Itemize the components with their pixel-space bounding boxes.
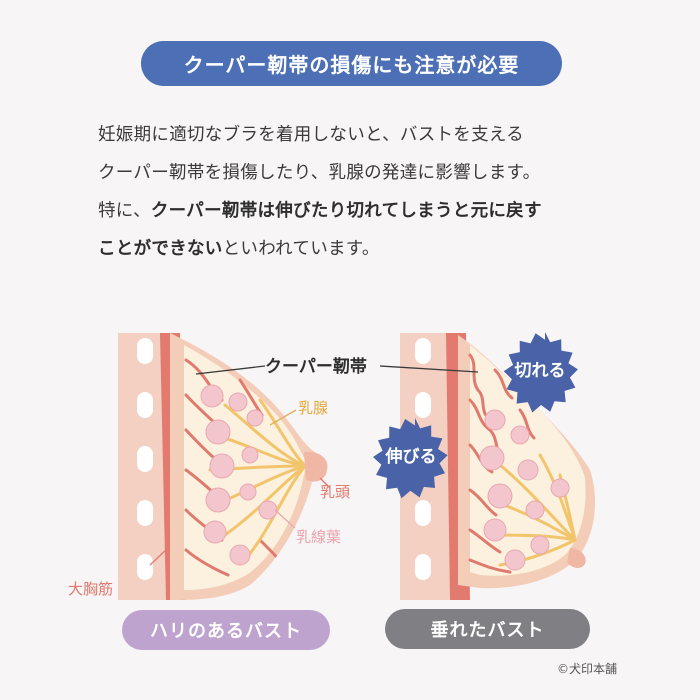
lobule	[205, 487, 231, 513]
body-line-3-bold: クーパー靭帯は伸びたり切れてしまうと元に戻す	[150, 201, 542, 221]
body-line-1: 妊娠期に適切なブラを着用しないと、バストを支える	[98, 125, 524, 145]
label-nipple: 乳頭	[319, 477, 350, 501]
rib-cutout	[137, 554, 153, 580]
label-pectoral-muscle: 大胸筋	[68, 547, 169, 598]
body-line-4-bold: ことができない	[98, 239, 223, 259]
lobule	[209, 453, 235, 479]
lobule	[510, 425, 530, 445]
lobule	[504, 549, 526, 571]
stretched-label: 伸びる	[385, 446, 437, 467]
caption-sagging-bust-label: 垂れたバスト	[430, 620, 545, 641]
lobule-label: 乳線葉	[296, 528, 341, 546]
caption-firm-bust: ハリのあるバスト	[122, 610, 330, 650]
lobule	[550, 478, 570, 498]
body-line-3-normal: 特に、	[98, 201, 151, 221]
caption-sagging-bust: 垂れたバスト	[385, 609, 590, 649]
left-rib-cutouts	[137, 338, 153, 580]
rib-cutout	[137, 392, 153, 418]
body-line-4-normal: といわれています。	[222, 239, 380, 259]
label-lobule: 乳線葉	[274, 509, 341, 546]
mammary-gland-label: 乳腺	[298, 399, 328, 417]
left-nipple	[304, 451, 328, 482]
body-text: 妊娠期に適切なブラを着用しないと、バストを支える クーパー靭帯を損傷したり、乳腺…	[98, 116, 638, 268]
left-lobules	[200, 384, 278, 566]
lobule	[241, 446, 259, 464]
lobule	[525, 500, 545, 520]
body-line-2: クーパー靭帯を損傷したり、乳腺の発達に影響します。	[98, 163, 541, 183]
rib-cutout	[415, 554, 431, 580]
rib-cutout	[137, 338, 153, 364]
rib-cutout	[137, 500, 153, 526]
rib-cutout	[415, 500, 431, 526]
nipple-label: 乳頭	[320, 483, 350, 501]
lobule	[479, 445, 505, 471]
lobule	[205, 419, 231, 445]
lobule	[229, 544, 251, 566]
starburst-torn: 切れる	[503, 332, 578, 413]
right-breast	[400, 333, 595, 600]
lobule	[239, 483, 257, 501]
lobule	[203, 520, 227, 544]
lobule	[530, 535, 550, 555]
starburst-stretched: 伸びる	[373, 418, 448, 499]
lobule	[246, 409, 264, 427]
label-cooper-ligament: クーパー靭帯	[195, 356, 479, 377]
body-line-4: ことができないといわれています。	[98, 230, 638, 268]
left-breast	[118, 333, 328, 600]
right-nipple	[567, 548, 586, 568]
body-line-3: 特に、クーパー靭帯は伸びたり切れてしまうと元に戻す	[98, 192, 638, 230]
lobule	[228, 392, 248, 412]
lobule	[258, 500, 278, 520]
pectoral-muscle-label: 大胸筋	[68, 580, 113, 598]
right-lobules	[479, 409, 570, 571]
lobule	[200, 384, 224, 408]
caption-firm-bust-label: ハリのあるバスト	[150, 621, 302, 642]
label-mammary-gland: 乳腺	[269, 399, 328, 426]
rib-cutout	[415, 392, 431, 418]
lobule	[483, 518, 507, 542]
page-title: クーパー靭帯の損傷にも注意が必要	[183, 53, 520, 77]
rib-cutout	[137, 446, 153, 472]
torn-label: 切れる	[515, 361, 566, 381]
rib-cutout	[415, 338, 431, 364]
right-rib-cutouts	[415, 338, 431, 580]
title-banner: クーパー靭帯の損傷にも注意が必要	[141, 41, 562, 86]
lobule	[484, 409, 506, 431]
lobule	[517, 459, 539, 481]
copyright-text: ©犬印本舗	[557, 662, 618, 676]
cooper-ligament-label: クーパー靭帯	[265, 356, 367, 377]
lobule	[487, 483, 513, 509]
